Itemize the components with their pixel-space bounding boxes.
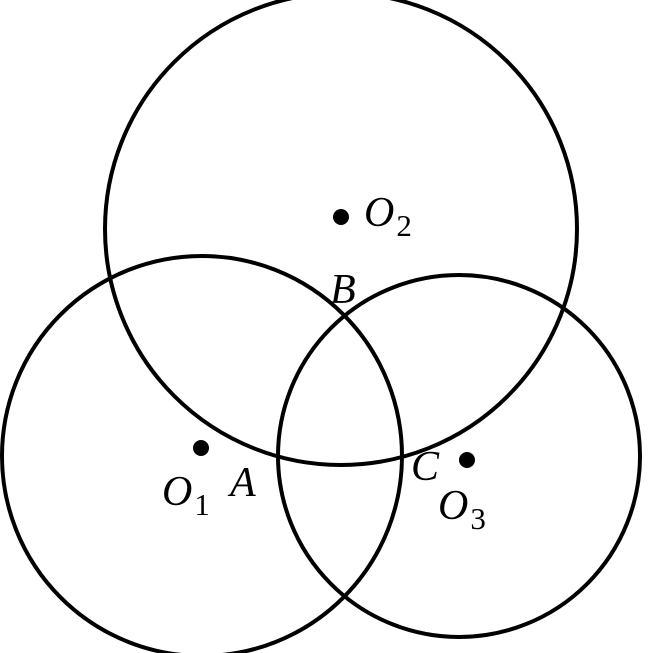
circle-o1 — [0, 254, 404, 653]
label-o2-sub: 2 — [396, 208, 412, 243]
label-o2: O2 — [364, 190, 412, 243]
label-o1: O1 — [162, 469, 210, 522]
label-c: C — [411, 444, 440, 490]
label-o3: O3 — [438, 483, 486, 536]
center-dot-o1 — [193, 440, 209, 456]
label-a: A — [227, 460, 256, 506]
circle-o2 — [103, 0, 579, 467]
label-o3-letter: O — [438, 483, 468, 529]
label-o1-letter: O — [162, 469, 192, 515]
circle-o3 — [276, 273, 642, 639]
center-dot-o2 — [333, 209, 349, 225]
label-b: B — [330, 267, 356, 313]
center-dot-o3 — [459, 452, 475, 468]
label-o3-sub: 3 — [470, 501, 486, 536]
label-o2-letter: O — [364, 190, 394, 236]
label-o1-sub: 1 — [194, 487, 210, 522]
